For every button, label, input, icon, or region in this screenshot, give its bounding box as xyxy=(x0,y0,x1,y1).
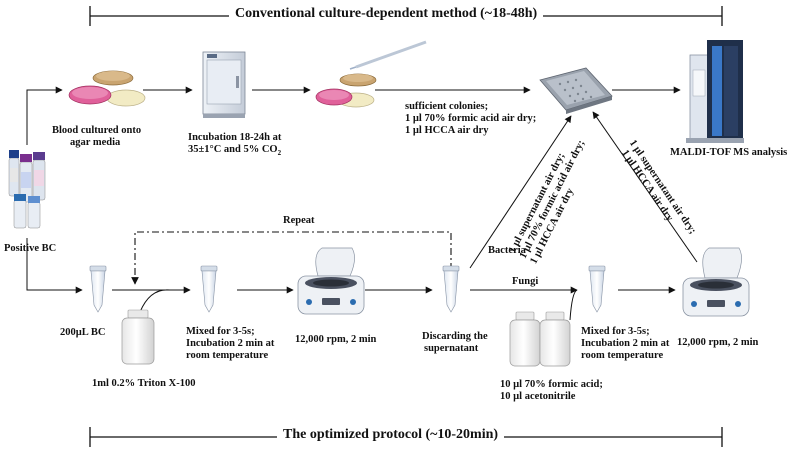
colonies-label-line3: 1 µl HCCA air dry xyxy=(405,125,489,136)
mix2-label-line2: Incubation 2 min at xyxy=(581,338,670,349)
flow-arrows xyxy=(26,86,698,321)
formic-label-line1: 10 µl 70% formic acid; xyxy=(500,379,603,390)
discard-label: Discarding the supernatant xyxy=(422,331,488,355)
mix2-label: Mixed for 3-5s; Incubation 2 min at room… xyxy=(581,326,669,362)
pipette-icon xyxy=(349,40,427,70)
discard-label-line2: supernatant xyxy=(424,343,479,354)
repeat-label: Repeat xyxy=(283,215,315,226)
incubation-label-line2-text: 35±1°C and 5% CO xyxy=(188,144,278,155)
maldi-label: MALDI-TOF MS analysis xyxy=(670,147,787,158)
reagent-bottle-icon xyxy=(509,311,541,367)
bacteria-label: Bacteria xyxy=(488,245,526,256)
mix2-label-line1: Mixed for 3-5s; xyxy=(581,326,650,337)
tube-icon xyxy=(89,265,107,313)
tube-icon xyxy=(200,265,218,313)
maldi-tof-instrument-icon xyxy=(686,40,744,143)
blood-culture-bottles-icon xyxy=(8,150,46,229)
co2-subscript: 2 xyxy=(277,149,282,158)
mix1-label-line2: Incubation 2 min at xyxy=(186,338,275,349)
repeat-loop-arrow xyxy=(131,231,452,285)
colonies-label: sufficient colonies; 1 µl 70% formic aci… xyxy=(405,101,536,137)
reagent-bottle-icon xyxy=(539,311,571,367)
centrifuge2-label: 12,000 rpm, 2 min xyxy=(677,337,759,348)
formic-label-line2: 10 µl acetonitrile xyxy=(500,391,576,402)
tube-icon xyxy=(588,265,606,313)
blood-culture-label-line2: agar media xyxy=(70,137,121,148)
top-title: Conventional culture-dependent method (~… xyxy=(229,6,544,22)
reagent-bottle-icon xyxy=(121,309,155,365)
incubation-label: Incubation 18-24h at 35±1°C and 5% CO2 xyxy=(188,132,281,159)
agar-plates-small-icon xyxy=(315,73,377,108)
bottom-title: The optimized protocol (~10-20min) xyxy=(277,427,505,443)
centrifuge1-label: 12,000 rpm, 2 min xyxy=(295,334,377,345)
mix2-label-line3: room temperature xyxy=(581,350,664,361)
centrifuge-icon xyxy=(682,247,750,317)
mix1-label-line1: Mixed for 3-5s; xyxy=(186,326,255,337)
triton-label: 1ml 0.2% Triton X-100 xyxy=(92,378,196,389)
incubation-label-line2: 35±1°C and 5% CO2 xyxy=(188,144,281,159)
formic-label: 10 µl 70% formic acid; 10 µl acetonitril… xyxy=(500,379,603,403)
mix1-label: Mixed for 3-5s; Incubation 2 min at room… xyxy=(186,326,274,362)
fungi-label: Fungi xyxy=(512,276,539,287)
tube-icon xyxy=(442,265,460,313)
incubator-icon xyxy=(202,51,246,118)
maldi-target-plate-icon xyxy=(539,67,613,114)
blood-culture-label-line1: Blood cultured onto xyxy=(52,125,142,136)
colonies-label-line1: sufficient colonies; xyxy=(405,101,489,112)
bc-volume-label: 200µL BC xyxy=(60,327,106,338)
discard-label-line1: Discarding the xyxy=(422,331,488,342)
blood-culture-label: Blood cultured onto agar media xyxy=(52,125,141,149)
mix1-label-line3: room temperature xyxy=(186,350,269,361)
centrifuge-icon xyxy=(297,247,365,315)
positive-bc-label: Positive BC xyxy=(4,243,57,254)
agar-plates-icon xyxy=(68,70,146,107)
incubation-label-line1: Incubation 18-24h at xyxy=(188,132,282,143)
colonies-label-line2: 1 µl 70% formic acid air dry; xyxy=(405,113,537,124)
